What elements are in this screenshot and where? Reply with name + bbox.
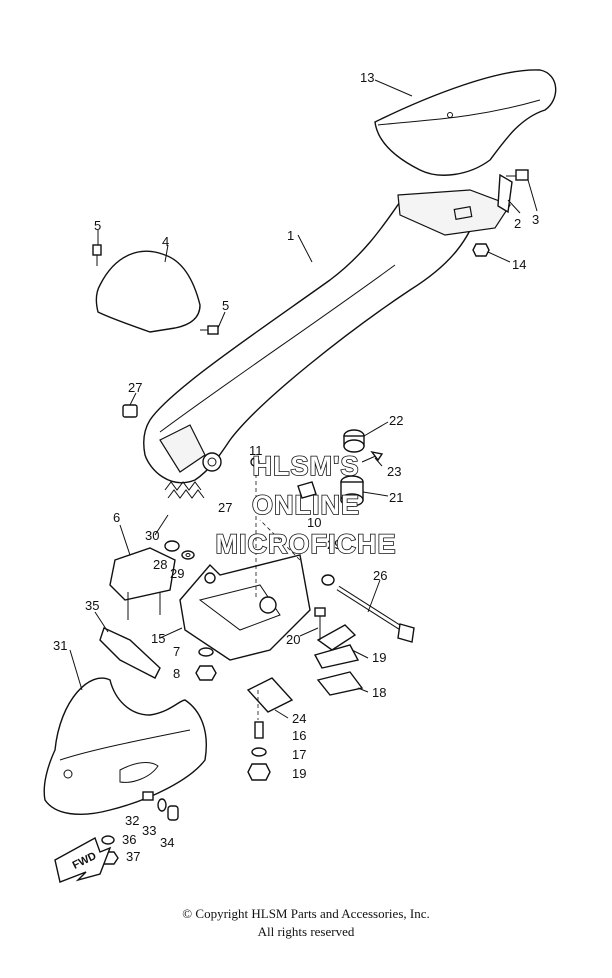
callout-10: 10 <box>307 515 321 530</box>
part-stud-16 <box>254 721 264 739</box>
callout-25: 24 <box>292 711 306 726</box>
callout-19: 18 <box>372 685 386 700</box>
callout-16: 16 <box>292 728 306 743</box>
part-collar-34 <box>167 805 179 821</box>
callout-18: 19 <box>292 766 306 781</box>
callout-15: 15 <box>151 631 165 646</box>
part-nut-18 <box>247 763 271 781</box>
part-washer-29-left <box>181 550 195 560</box>
callout-31: 31 <box>53 638 67 653</box>
part-long-bolt <box>336 585 415 643</box>
callout-2: 2 <box>514 216 521 231</box>
part-base-15 <box>179 460 311 661</box>
callout-4: 4 <box>162 234 169 249</box>
watermark: HLSM'S ONLINE MICROFICHE <box>215 450 397 560</box>
callout-37: 37 <box>126 849 140 864</box>
copyright-text: © Copyright HLSM Parts and Accessories, … <box>182 906 430 921</box>
callout-30: 30 <box>145 528 159 543</box>
part-bracket-2 <box>497 173 513 214</box>
watermark-line2: ONLINE <box>252 490 360 520</box>
part-bolt-11 <box>250 457 260 467</box>
part-bracket-35 <box>99 627 161 679</box>
callout-3: 3 <box>532 212 539 227</box>
part-bolt-14 <box>472 243 490 257</box>
callout-34: 34 <box>160 835 174 850</box>
rights-text: All rights reserved <box>257 924 355 939</box>
watermark-line1: HLSM'S <box>253 451 360 481</box>
callout-11: 11 <box>249 443 263 458</box>
part-nut-27 <box>122 404 138 418</box>
callout-17: 17 <box>292 747 306 762</box>
part-bolt-32 <box>142 791 154 801</box>
callout-20: 19 <box>372 650 386 665</box>
callout-36: 36 <box>122 832 136 847</box>
callout-32: 32 <box>125 813 139 828</box>
bolt-5-upper <box>92 244 102 266</box>
callout-29-left: 29 <box>170 566 184 581</box>
part-spring <box>164 481 205 499</box>
leader-lines <box>69 79 538 719</box>
part-washer-28 <box>164 540 180 552</box>
part-plate-25 <box>246 677 294 720</box>
callout-5-lower: 5 <box>222 298 229 313</box>
callout-1: 1 <box>287 228 294 243</box>
callout-35: 35 <box>85 598 99 613</box>
part-fairing <box>43 677 207 815</box>
part-washer-36 <box>101 835 115 845</box>
part-cover <box>95 250 201 333</box>
callout-24: 23 <box>387 464 401 479</box>
part-washer-7 <box>198 647 214 657</box>
part-damper-23 <box>343 429 365 453</box>
part-bracket-20 <box>313 624 360 669</box>
fwd-arrow-icon: FWD <box>54 836 112 883</box>
watermark-line3: MICROFICHE <box>216 529 397 559</box>
callout-7: 7 <box>173 644 180 659</box>
callout-23: 22 <box>389 413 403 428</box>
callout-22: 21 <box>389 490 403 505</box>
part-washer-29-right <box>321 574 335 586</box>
part-screw-24 <box>361 450 384 463</box>
bolt-5-lower <box>200 325 219 335</box>
callout-33: 33 <box>142 823 156 838</box>
part-damper-22 <box>340 475 364 507</box>
callout-14: 14 <box>512 257 526 272</box>
part-bracket-6 <box>109 547 176 620</box>
part-bolt-21 <box>314 607 326 640</box>
callout-28: 28 <box>153 557 167 572</box>
callout-27-upper: 27 <box>128 380 142 395</box>
part-clamp-10 <box>297 481 317 499</box>
part-nut-8 <box>195 665 217 681</box>
callout-27-lower: 27 <box>218 500 232 515</box>
callout-6: 6 <box>113 510 120 525</box>
callout-29-right: 29 <box>327 537 341 552</box>
callout-26: 26 <box>373 568 387 583</box>
part-washer-33 <box>157 798 167 812</box>
part-bolt-3 <box>506 169 529 181</box>
callout-13: 13 <box>360 70 374 85</box>
callout-5-upper: 5 <box>94 218 101 233</box>
part-bracket-19 <box>316 671 364 696</box>
callout-8: 8 <box>173 666 180 681</box>
callout-labels: 13 1 4 5 5 2 3 14 27 22 11 23 21 27 10 6… <box>53 70 539 864</box>
callout-21: 20 <box>286 632 300 647</box>
part-washer-17 <box>251 747 267 757</box>
part-frame-arm <box>143 189 511 484</box>
part-seat-cowl <box>374 69 557 176</box>
